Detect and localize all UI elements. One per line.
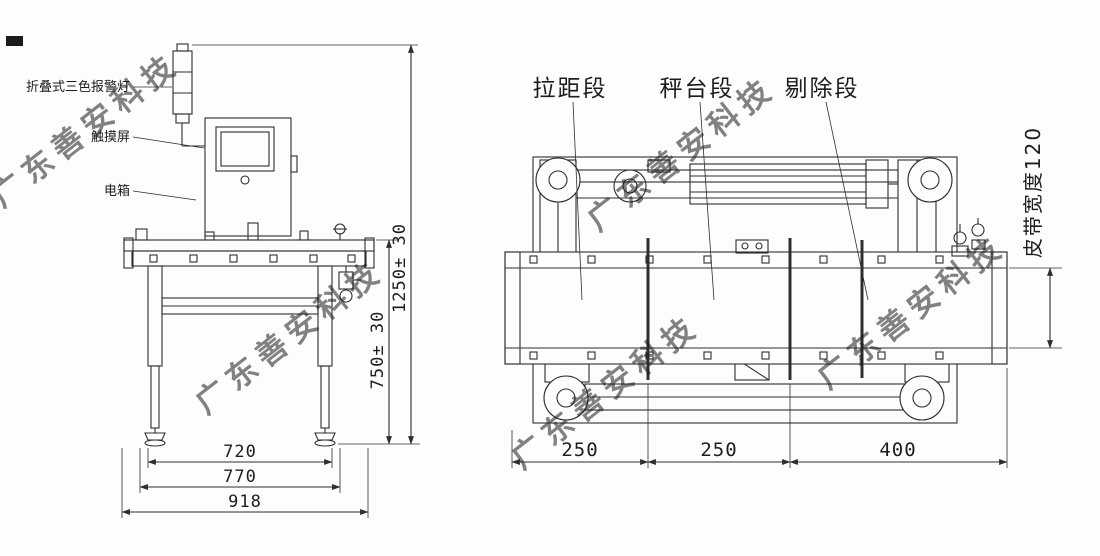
section-label-weighing: 秤台段 — [660, 76, 735, 102]
front-view-width-dimensions — [121, 448, 369, 518]
watermark-text: 广东善安科技 — [189, 253, 391, 422]
front-view-leader-lines — [132, 86, 205, 201]
dim-weighing-length: 250 — [700, 439, 737, 461]
dim-reject-length: 400 — [879, 439, 916, 461]
belt-band-icon — [504, 239, 1008, 365]
air-regulator-icon — [338, 266, 361, 303]
alarm-light-callout: 折叠式三色报警灯 — [26, 79, 130, 95]
dim-infeed-length: 250 — [561, 439, 598, 461]
section-label-reject: 剔除段 — [785, 76, 860, 102]
dim-inner-width: 720 — [223, 442, 257, 462]
belt-width-label: 皮带宽度120 — [1021, 126, 1045, 258]
dim-overall-height: 1250± 30 — [390, 223, 410, 313]
electric-box-callout: 电箱 — [104, 183, 130, 199]
watermark-text: 广东善安科技 — [0, 46, 187, 215]
alarm-light-tower-icon — [172, 43, 205, 147]
reject-valve-icon — [951, 218, 986, 257]
top-view — [504, 101, 1062, 468]
dim-overall-width: 918 — [228, 492, 262, 512]
control-cabinet-icon — [204, 117, 298, 237]
frame-legs-icon — [144, 265, 336, 447]
section-label-infeed: 拉距段 — [533, 76, 608, 102]
corner-roller-icons — [535, 157, 953, 421]
plan-frame-icon — [532, 156, 958, 424]
section-leader-lines — [572, 101, 869, 301]
dim-table-height: 750± 30 — [368, 311, 388, 390]
plan-view-length-dimensions — [511, 368, 1008, 468]
scan-artifact-mark — [6, 36, 23, 46]
section-divider-lines — [646, 238, 864, 380]
dim-mid-width: 770 — [223, 467, 257, 487]
conveyor-table-icon — [123, 222, 375, 269]
touch-screen-callout: 触摸屏 — [91, 130, 130, 145]
belt-width-dimension — [1009, 267, 1062, 349]
front-view-vertical-dimensions — [192, 44, 420, 445]
front-view — [121, 43, 420, 518]
